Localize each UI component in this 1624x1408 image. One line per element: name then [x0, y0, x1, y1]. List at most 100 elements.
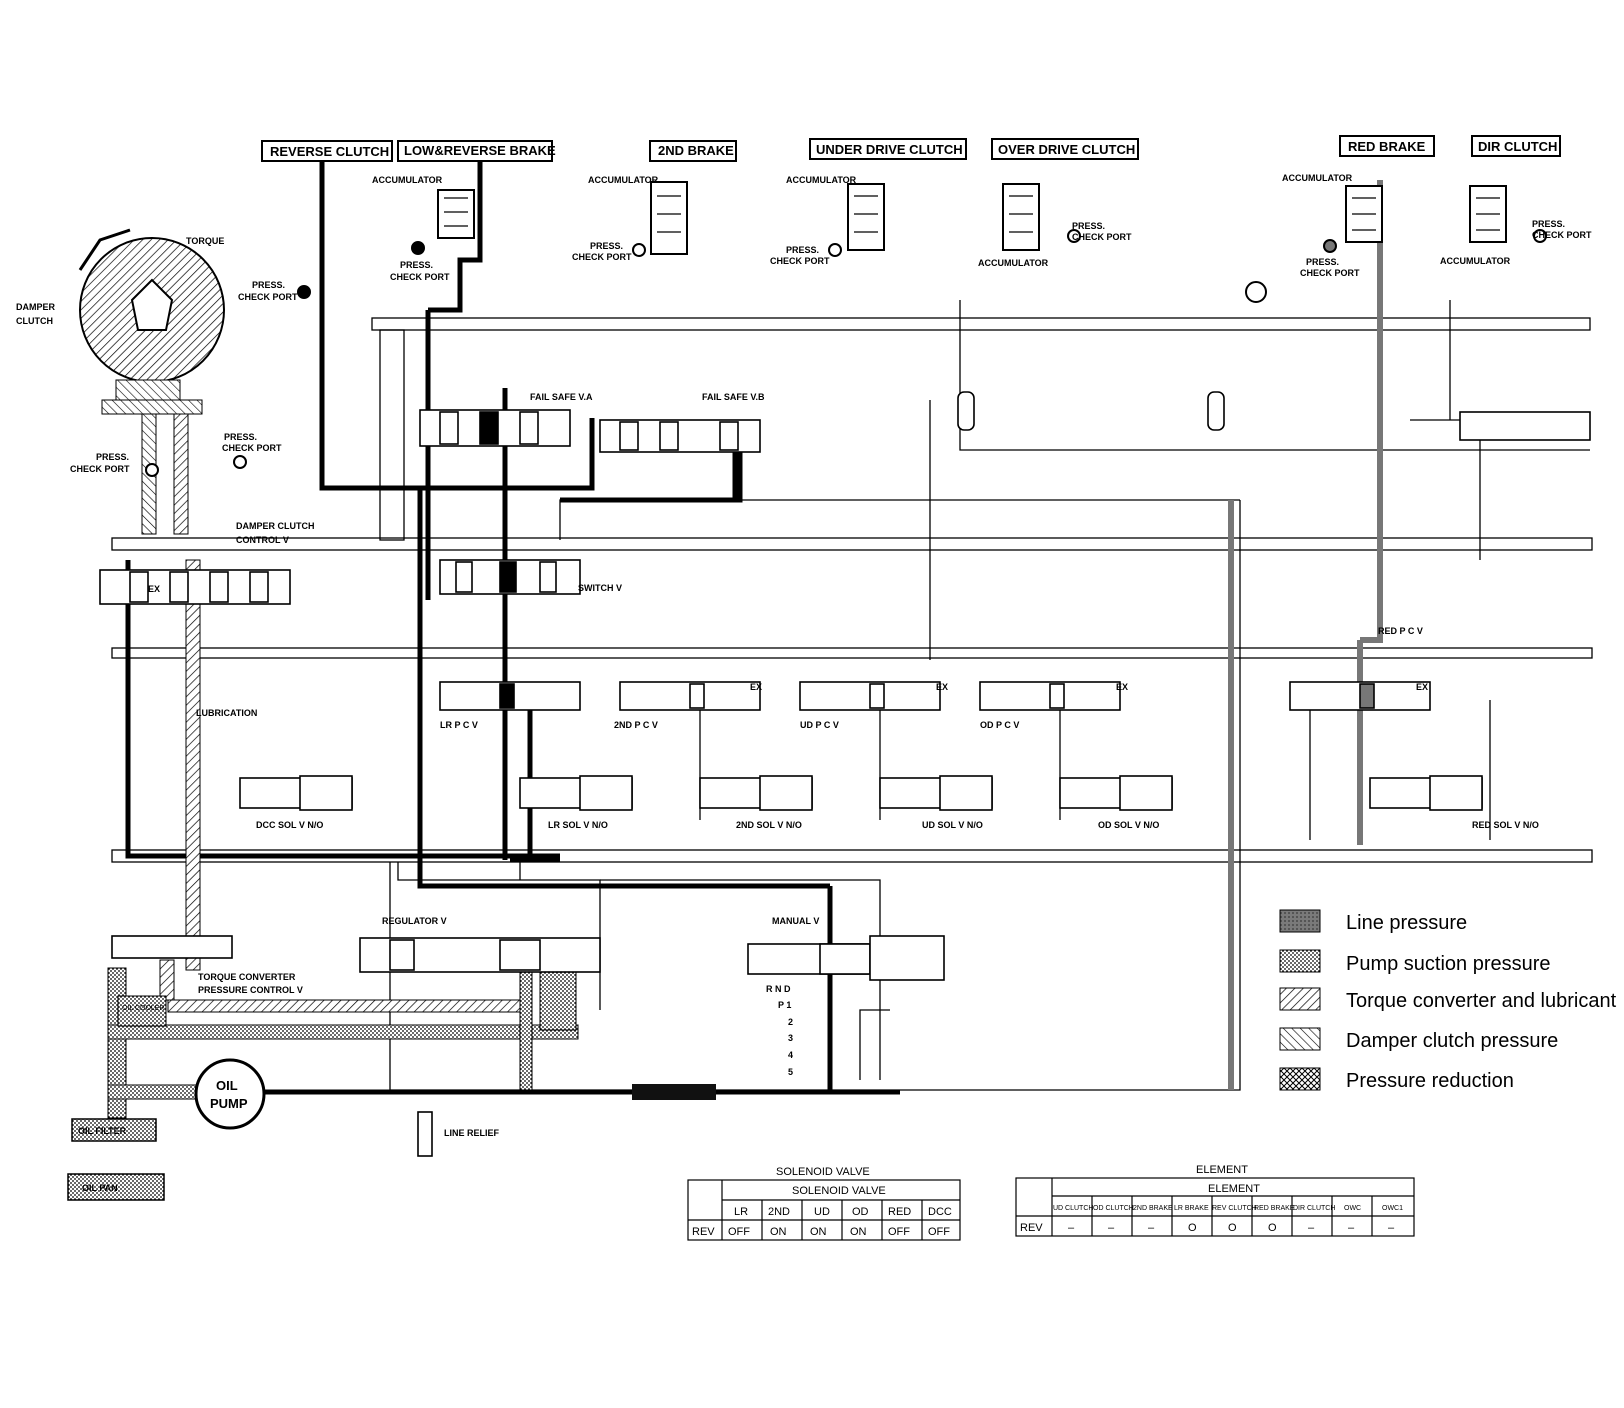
element-header: ELEMENT [1208, 1183, 1260, 1195]
over-drive-clutch-box: OVER DRIVE CLUTCH [991, 138, 1139, 160]
legend-pump-suction: Pump suction pressure [1279, 949, 1551, 975]
accumulator-dir [1469, 185, 1547, 243]
accumulator-lr [411, 189, 475, 255]
svg-text:RED P C V: RED P C V [1378, 626, 1423, 636]
svg-text:PRESS.: PRESS. [96, 452, 129, 462]
fail-safe-valve-a [419, 409, 571, 447]
element-col: RED BRAKE [1254, 1205, 1295, 1212]
svg-text:OD P C V: OD P C V [980, 720, 1019, 730]
element-value: – [1068, 1222, 1075, 1234]
legend: Line pressure Pump suction pressure Torq… [1279, 909, 1617, 1092]
svg-text:4: 4 [788, 1050, 793, 1060]
element-row-label: REV [1020, 1222, 1043, 1234]
element-col: OWC [1344, 1205, 1361, 1212]
element-col: DIR CLUTCH [1293, 1205, 1335, 1212]
accumulators [145, 181, 1547, 477]
svg-text:LUBRICATION: LUBRICATION [196, 708, 257, 718]
solenoid-value: OFF [888, 1226, 910, 1238]
legend-damper-clutch: Damper clutch pressure [1279, 1027, 1558, 1052]
suction-passages [107, 559, 579, 1119]
svg-text:ACCUMULATOR: ACCUMULATOR [372, 175, 443, 185]
manual-valve [747, 935, 945, 981]
svg-text:P 1: P 1 [778, 1000, 791, 1010]
element-col: OD CLUTCH [1093, 1205, 1134, 1212]
svg-text:LR P C V: LR P C V [440, 720, 478, 730]
svg-text:FAIL SAFE V.A: FAIL SAFE V.A [530, 392, 593, 402]
svg-text:OIL COOLER: OIL COOLER [122, 1005, 165, 1012]
oil-filter: OIL FILTER [71, 1118, 157, 1142]
svg-text:CONTROL V: CONTROL V [236, 535, 289, 545]
solenoid-col: RED [888, 1206, 911, 1218]
svg-text:Torque converter and lubricant: Torque converter and lubricant [1346, 990, 1617, 1012]
solenoid-value: ON [770, 1226, 787, 1238]
svg-text:5: 5 [788, 1067, 793, 1077]
svg-text:CLUTCH: CLUTCH [16, 316, 53, 326]
svg-text:OD SOL V N/O: OD SOL V N/O [1098, 820, 1159, 830]
svg-text:MANUAL V: MANUAL V [772, 916, 819, 926]
fail-safe-valve-b [599, 419, 761, 453]
svg-text:ACCUMULATOR: ACCUMULATOR [1282, 173, 1353, 183]
od-solenoid [1059, 775, 1173, 811]
switch-valve [439, 559, 581, 595]
dir-side-valve [1459, 411, 1591, 441]
svg-text:2ND P C V: 2ND P C V [614, 720, 658, 730]
line-relief-valve [417, 1111, 433, 1157]
svg-text:CHECK PORT: CHECK PORT [1072, 232, 1132, 242]
svg-text:PRESS.: PRESS. [1306, 257, 1339, 267]
svg-text:CHECK PORT: CHECK PORT [572, 252, 632, 262]
legend-torque-converter: Torque converter and lubricant [1279, 987, 1617, 1012]
lr-pcv [439, 681, 581, 711]
solenoid-header: SOLENOID VALVE [792, 1185, 886, 1197]
accumulator-2nd [632, 181, 688, 257]
shuttle-valve-2 [1207, 391, 1225, 431]
svg-text:TORQUE CONVERTER: TORQUE CONVERTER [198, 972, 296, 982]
svg-text:UNDER DRIVE CLUTCH: UNDER DRIVE CLUTCH [816, 142, 963, 157]
svg-text:PRESS.: PRESS. [1532, 219, 1565, 229]
accumulator-od [1002, 183, 1081, 251]
element-col: REV CLUTCH [1212, 1205, 1257, 1212]
element-value: O [1228, 1222, 1237, 1234]
element-value: – [1108, 1222, 1115, 1234]
svg-text:LR SOL V N/O: LR SOL V N/O [548, 820, 608, 830]
oil-cooler: OIL COOLER [117, 995, 167, 1027]
svg-text:PRESS.: PRESS. [1072, 221, 1105, 231]
svg-text:ACCUMULATOR: ACCUMULATOR [588, 175, 659, 185]
element-value: – [1348, 1222, 1355, 1234]
diagram-labels: TORQUE DAMPER CLUTCH PRESS. CHECK PORT A… [16, 173, 1592, 1138]
svg-text:FAIL SAFE V.B: FAIL SAFE V.B [702, 392, 765, 402]
element-value: O [1188, 1222, 1197, 1234]
svg-text:REGULATOR V: REGULATOR V [382, 916, 447, 926]
svg-text:ACCUMULATOR: ACCUMULATOR [978, 258, 1049, 268]
solenoid-value: ON [810, 1226, 827, 1238]
element-col: LR BRAKE [1174, 1205, 1209, 1212]
second-solenoid [699, 775, 813, 811]
solenoid-col: 2ND [768, 1206, 790, 1218]
svg-text:PRESS.: PRESS. [400, 260, 433, 270]
svg-text:EX: EX [750, 682, 762, 692]
ud-solenoid [879, 775, 993, 811]
svg-text:EX: EX [1116, 682, 1128, 692]
svg-text:3: 3 [788, 1033, 793, 1043]
svg-text:ACCUMULATOR: ACCUMULATOR [786, 175, 857, 185]
red-pcv [1289, 681, 1431, 711]
element-value: – [1148, 1222, 1155, 1234]
od-pcv [979, 681, 1121, 711]
shuttle-valve-1 [957, 391, 975, 431]
svg-text:ACCUMULATOR: ACCUMULATOR [1440, 256, 1511, 266]
element-col: UD CLUTCH [1053, 1205, 1093, 1212]
solenoid-value: ON [850, 1226, 867, 1238]
oil-pump: OIL PUMP [194, 1058, 266, 1130]
svg-text:DAMPER: DAMPER [16, 302, 56, 312]
svg-text:RED SOL V N/O: RED SOL V N/O [1472, 820, 1539, 830]
svg-text:DIR CLUTCH: DIR CLUTCH [1478, 139, 1557, 154]
accumulator-ud [828, 183, 885, 257]
svg-text:Line pressure: Line pressure [1346, 912, 1467, 934]
solenoid-col: LR [734, 1206, 748, 1218]
svg-text:DCC SOL V N/O: DCC SOL V N/O [256, 820, 323, 830]
svg-text:PRESS.: PRESS. [224, 432, 257, 442]
svg-text:LOW&REVERSE BRAKE: LOW&REVERSE BRAKE [404, 143, 556, 158]
svg-text:PRESS.: PRESS. [590, 241, 623, 251]
reverse-clutch-box: REVERSE CLUTCH [261, 140, 393, 162]
torque-converter [78, 228, 225, 535]
